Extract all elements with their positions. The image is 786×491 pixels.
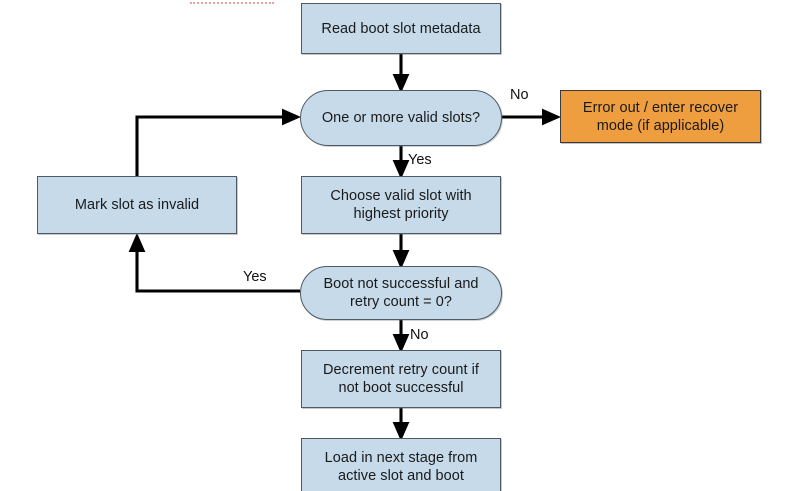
node-load-next-stage: Load in next stage from active slot and … — [301, 438, 501, 491]
node-label: Mark slot as invalid — [74, 197, 200, 213]
node-label: Read boot slot metadata — [321, 20, 481, 37]
node-label: Decrement retry count if not boot succes… — [323, 362, 479, 396]
node-label: Load in next stage from active slot and … — [324, 450, 478, 484]
node-label: Choose valid slot with highest priority — [330, 188, 472, 222]
node-choose-valid-slot: Choose valid slot with highest priority — [301, 176, 501, 234]
node-one-or-more-valid-slots: One or more valid slots? — [300, 90, 502, 146]
node-mark-slot-as-invalid: Mark slot as invalid — [37, 176, 237, 234]
node-label: Boot not successful and retry count = 0? — [323, 276, 479, 310]
node-read-boot-slot-metadata: Read boot slot metadata — [301, 3, 501, 54]
edge-mark-invalid-to-valid-slots — [135, 108, 302, 176]
edge-boot-yes-to-mark-invalid — [128, 232, 300, 293]
node-label: Error out / enter recover mode (if appli… — [582, 99, 739, 134]
node-label: One or more valid slots? — [321, 110, 481, 126]
node-decrement-retry-count: Decrement retry count if not boot succes… — [301, 350, 501, 408]
edge-label-valid-slots-no: No — [510, 87, 529, 103]
node-boot-not-successful: Boot not successful and retry count = 0? — [300, 266, 502, 320]
node-error-out-enter-recover-mode: Error out / enter recover mode (if appli… — [560, 90, 761, 143]
edge-label-boot-failed-yes: Yes — [243, 269, 267, 285]
page-break-guide-line — [190, 2, 274, 4]
edge-label-boot-failed-no: No — [410, 327, 429, 343]
edge-label-valid-slots-yes: Yes — [408, 152, 432, 168]
